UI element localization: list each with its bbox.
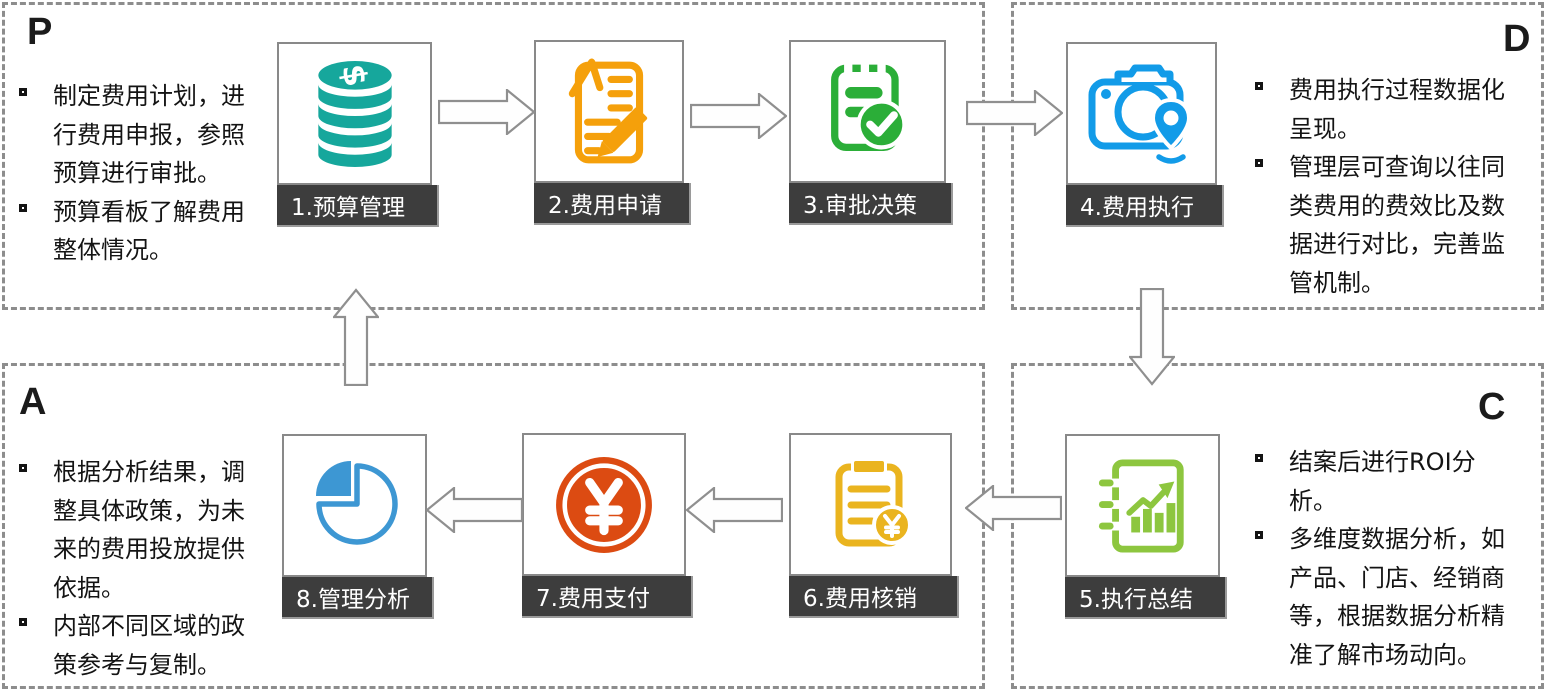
step-5-label: 5.执行总结 — [1065, 577, 1227, 619]
step-4-icon-box — [1066, 42, 1217, 185]
bullet-item: 费用执行过程数据化呈现。 — [1255, 71, 1509, 148]
plan-bullet-list: 制定费用计划，进行费用申报，参照预算进行审批。 预算看板了解费用整体情况。 — [19, 77, 253, 270]
document-edit-icon — [568, 58, 648, 163]
step-2-icon-box — [534, 40, 684, 183]
quadrant-letter-d: D — [1503, 18, 1531, 60]
bullet-square-icon — [19, 464, 27, 472]
step-6-expense-verification: 6.费用核销 — [789, 433, 959, 618]
step-4-label: 4.费用执行 — [1066, 185, 1224, 227]
step-5-icon-box — [1065, 434, 1220, 577]
step-3-icon-box — [789, 40, 946, 183]
bullet-text: 管理层可查询以往同类费用的费效比及数据进行对比，完善监管机制。 — [1289, 153, 1505, 297]
pie-chart-icon — [315, 460, 398, 545]
bullet-square-icon — [1255, 454, 1263, 462]
step-3-label: 3.审批决策 — [789, 183, 953, 225]
bullet-text: 内部不同区域的政策参考与复制。 — [53, 612, 245, 679]
flow-arrow-step4-to-step5 — [1129, 288, 1175, 386]
bullet-text: 费用执行过程数据化呈现。 — [1289, 76, 1505, 143]
clipboard-check-icon — [830, 61, 906, 151]
flow-arrow-step7-to-step8 — [426, 487, 523, 533]
flow-arrow-step6-to-step7 — [686, 487, 783, 533]
bullet-text: 多维度数据分析，如产品、门店、经销商等，根据数据分析精准了解市场动向。 — [1289, 525, 1505, 669]
clipboard-yuan-icon — [835, 459, 912, 546]
check-bullet-list: 结案后进行ROI分析。 多维度数据分析，如产品、门店、经销商等，根据数据分析精准… — [1255, 443, 1517, 674]
quadrant-act: A 根据分析结果，调整具体政策，为未来的费用投放提供依据。 内部不同区域的政策参… — [2, 363, 985, 689]
step-5-execution-summary: 5.执行总结 — [1065, 434, 1227, 619]
bullet-square-icon — [19, 618, 27, 626]
bullet-item: 结案后进行ROI分析。 — [1255, 443, 1517, 520]
report-chart-icon — [1098, 458, 1184, 553]
bullet-square-icon — [1255, 531, 1263, 539]
step-7-expense-payment: 7.费用支付 — [522, 433, 693, 618]
camera-location-icon — [1088, 64, 1191, 164]
do-bullet-list: 费用执行过程数据化呈现。 管理层可查询以往同类费用的费效比及数据进行对比，完善监… — [1255, 71, 1509, 302]
quadrant-letter-a: A — [19, 381, 47, 423]
step-8-icon-box — [282, 434, 427, 577]
step-2-expense-application: 2.费用申请 — [534, 40, 691, 225]
step-6-label: 6.费用核销 — [789, 576, 959, 618]
step-2-label: 2.费用申请 — [534, 183, 691, 225]
bullet-text: 制定费用计划，进行费用申报，参照预算进行审批。 — [53, 82, 245, 187]
quadrant-do: D 费用执行过程数据化呈现。 管理层可查询以往同类费用的费效比及数据进行对比，完… — [1011, 2, 1544, 310]
step-1-budget-management: $ 1.预算管理 — [277, 42, 439, 227]
quadrant-letter-p: P — [27, 11, 53, 53]
step-3-approval-decision: 3.审批决策 — [789, 40, 953, 225]
bullet-item: 预算看板了解费用整体情况。 — [19, 193, 253, 270]
bullet-square-icon — [19, 203, 27, 212]
step-4-expense-execution: 4.费用执行 — [1066, 42, 1224, 227]
step-6-icon-box — [789, 433, 952, 576]
step-7-label: 7.费用支付 — [522, 576, 693, 618]
bullet-item: 内部不同区域的政策参考与复制。 — [19, 607, 253, 684]
bullet-item: 根据分析结果，调整具体政策，为未来的费用投放提供依据。 — [19, 453, 253, 607]
step-1-icon-box: $ — [277, 42, 432, 185]
flow-arrow-step8-to-step1 — [333, 288, 379, 386]
step-8-label: 8.管理分析 — [282, 577, 434, 619]
yuan-coin-icon — [556, 456, 652, 553]
step-8-management-analysis: 8.管理分析 — [282, 434, 434, 619]
quadrant-plan: P 制定费用计划，进行费用申报，参照预算进行审批。 预算看板了解费用整体情况。 — [2, 2, 985, 310]
flow-arrow-step3-to-step4 — [966, 90, 1063, 136]
flow-arrow-step2-to-step3 — [690, 93, 787, 139]
bullet-text: 根据分析结果，调整具体政策，为未来的费用投放提供依据。 — [53, 458, 245, 602]
bullet-item: 制定费用计划，进行费用申报，参照预算进行审批。 — [19, 77, 253, 193]
bullet-text: 预算看板了解费用整体情况。 — [53, 197, 245, 265]
quadrant-check: C 结案后进行ROI分析。 多维度数据分析，如产品、门店、经销商等，根据数据分析… — [1011, 363, 1544, 689]
quadrant-letter-c: C — [1478, 386, 1506, 428]
coin-stack-icon: $ — [317, 60, 392, 167]
bullet-square-icon — [19, 88, 27, 96]
bullet-item: 多维度数据分析，如产品、门店、经销商等，根据数据分析精准了解市场动向。 — [1255, 520, 1517, 674]
step-7-icon-box — [522, 433, 686, 576]
act-bullet-list: 根据分析结果，调整具体政策，为未来的费用投放提供依据。 内部不同区域的政策参考与… — [19, 453, 253, 684]
flow-arrow-step1-to-step2 — [438, 89, 535, 135]
bullet-square-icon — [1255, 159, 1263, 167]
step-1-label: 1.预算管理 — [277, 185, 439, 227]
flow-arrow-step5-to-step6 — [965, 485, 1062, 531]
bullet-item: 管理层可查询以往同类费用的费效比及数据进行对比，完善监管机制。 — [1255, 148, 1509, 302]
bullet-square-icon — [1255, 82, 1263, 90]
bullet-text: 结案后进行ROI分析。 — [1289, 448, 1476, 515]
